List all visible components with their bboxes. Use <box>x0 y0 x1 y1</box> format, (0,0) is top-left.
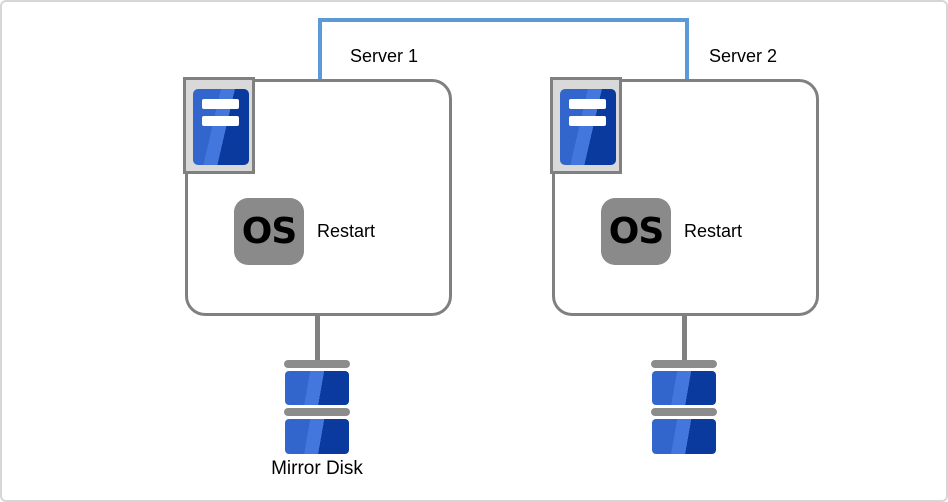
server2-label: Server 2 <box>709 46 778 66</box>
disk-bar <box>284 360 350 368</box>
drive-slot <box>569 99 606 109</box>
disk-bar <box>284 408 350 416</box>
mirror-disk-label: Mirror Disk <box>271 458 363 479</box>
disk-platter <box>285 371 349 405</box>
server1-group: OS Restart Mirror Disk <box>183 77 453 497</box>
disk-connector-line <box>682 316 687 363</box>
restart-label: Restart <box>317 221 376 241</box>
disk-platter <box>652 371 716 405</box>
server-chassis-body <box>560 89 616 165</box>
disk-connector-line <box>315 316 320 363</box>
server-chassis-body <box>193 89 249 165</box>
drive-slot <box>202 99 239 109</box>
server1-label: Server 1 <box>350 46 419 66</box>
os-icon: OS <box>601 198 671 265</box>
disk-platter <box>652 419 716 454</box>
drive-slot <box>202 116 239 126</box>
server-chassis-icon <box>550 77 622 174</box>
disk-bar <box>651 408 717 416</box>
disk-bar <box>651 360 717 368</box>
drive-slot <box>569 116 606 126</box>
restart-label: Restart <box>684 221 743 241</box>
disk-platter <box>285 419 349 454</box>
interconnect-link <box>318 18 689 80</box>
os-icon: OS <box>234 198 304 265</box>
server-chassis-icon <box>183 77 255 174</box>
server2-group: OS Restart <box>550 77 820 497</box>
